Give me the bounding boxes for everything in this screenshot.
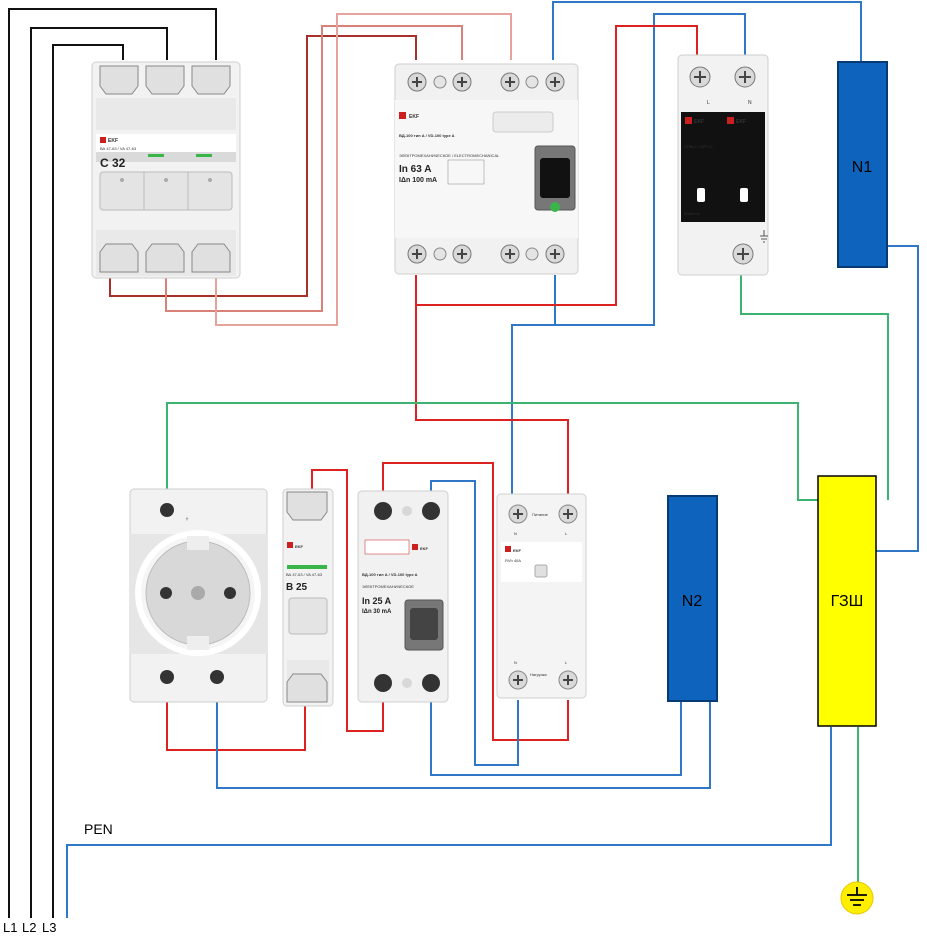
voltage-relay[interactable]: Питание N L EKF RVh 40A N L Нагрузка xyxy=(496,493,587,699)
spd-brand: EKF xyxy=(694,119,704,125)
rcd25-subtitle: ЭЛЕКТРОМЕХАНИЧЕСКОЕ xyxy=(362,584,414,589)
wire-rcd25-to-breaker xyxy=(311,469,384,732)
wire-phase-light xyxy=(215,13,512,326)
relay-bottom-l: L xyxy=(565,660,568,665)
spd-term-n: N xyxy=(748,100,752,106)
pen-label: PEN xyxy=(84,821,113,837)
wires xyxy=(8,1,919,918)
rcd63-leak: IΔn 100 mA xyxy=(399,177,437,184)
wire-l1 xyxy=(8,8,217,918)
spd-brand-2: EKF xyxy=(736,119,746,125)
l3-label: L3 xyxy=(42,920,56,935)
wire-breaker-to-socket xyxy=(166,700,306,751)
relay-bottom-label: Нагрузка xyxy=(530,672,547,677)
wire-spd-pe xyxy=(740,275,889,500)
socket-rating-mark: ⏚ xyxy=(185,515,189,521)
breaker-3p[interactable]: EKF ВА 47-63 / VA 47-63 C 32 xyxy=(91,61,241,279)
l1-label: L1 xyxy=(3,920,17,935)
breaker3p-rating: C 32 xyxy=(100,156,126,170)
breaker1p-rating: B 25 xyxy=(286,582,308,593)
wire-spd-n xyxy=(511,13,746,494)
rcd63-subtitle: ЭЛЕКТРОМЕХАНИЧЕСКОЕ / ELECTROMECHANICAL xyxy=(399,153,500,158)
spd-term-l: L xyxy=(707,100,710,106)
rcd25-leak: IΔn 30 mA xyxy=(362,609,392,615)
rcd63-rating: In 63 A xyxy=(399,164,431,175)
din-socket[interactable]: ⏚ xyxy=(129,488,268,703)
surge-protector[interactable]: L N EKF EKF ОПВ-С / OPV-C 50/60 Hz xyxy=(677,54,769,276)
relay-bottom-n: N xyxy=(514,660,517,665)
wire-n1-gzsh xyxy=(876,245,919,552)
main-earth-bus: ГЗШ xyxy=(817,475,877,727)
rcd25-rating: In 25 A xyxy=(362,596,392,606)
relay-top-label: Питание xyxy=(532,512,549,517)
neutral-bus-n2: N2 xyxy=(667,495,718,702)
spd-freq: 50/60 Hz xyxy=(684,211,700,216)
spd-model: ОПВ-С / OPV-C xyxy=(684,144,713,149)
rcd25-model: ВД-100 тип A / VD-100 type A xyxy=(362,572,418,577)
breaker1p-brand: EKF xyxy=(295,544,304,549)
relay-brand: EKF xyxy=(513,548,522,553)
breaker3p-model: ВА 47-63 / VA 47-63 xyxy=(100,146,137,151)
rcd63-brand: EKF xyxy=(409,114,419,120)
rcd-25a[interactable]: EKF ВД-100 тип A / VD-100 type A ЭЛЕКТРО… xyxy=(357,490,449,703)
wire-phase-mid xyxy=(165,25,463,312)
relay-top-l: L xyxy=(565,531,568,536)
wire-relay-n xyxy=(430,480,519,766)
wire-l2 xyxy=(30,27,168,918)
rcd63-model: ВД-100 тип A / VD-100 type A xyxy=(399,133,455,138)
wire-phase-dark xyxy=(109,35,417,297)
wire-phase-down xyxy=(415,305,569,494)
rcd63-bottom-terminals xyxy=(407,244,565,264)
n2-label: N2 xyxy=(682,593,703,610)
wire-pen-top xyxy=(552,1,862,62)
l2-label: L2 xyxy=(22,920,36,935)
relay-top-n: N xyxy=(514,531,517,536)
wire-l3 xyxy=(52,44,124,918)
relay-model: RVh 40A xyxy=(505,558,521,563)
breaker-1p[interactable]: EKF ВА 47-63 / VA 47-63 B 25 xyxy=(282,488,334,707)
rcd63-top-terminals xyxy=(407,72,565,92)
wire-pen-bottom xyxy=(66,727,832,918)
wire-socket-pe xyxy=(166,402,818,501)
neutral-bus-n1: N1 xyxy=(837,61,888,268)
wire-socket-n xyxy=(216,700,711,789)
ground-icon xyxy=(840,881,874,915)
n1-label: N1 xyxy=(852,159,873,176)
gzsh-label: ГЗШ xyxy=(831,593,864,610)
breaker1p-model: ВА 47-63 / VA 47-63 xyxy=(286,572,323,577)
breaker3p-brand: EKF xyxy=(108,138,118,144)
rcd25-brand: EKF xyxy=(420,546,429,551)
wire-relay-to-rcd25 xyxy=(382,462,569,741)
rcd-63a[interactable]: EKF ВД-100 тип A / VD-100 type A ЭЛЕКТРО… xyxy=(394,63,579,275)
wire-rcd25-n xyxy=(430,700,682,776)
wire-rcd63-lout xyxy=(415,25,698,306)
